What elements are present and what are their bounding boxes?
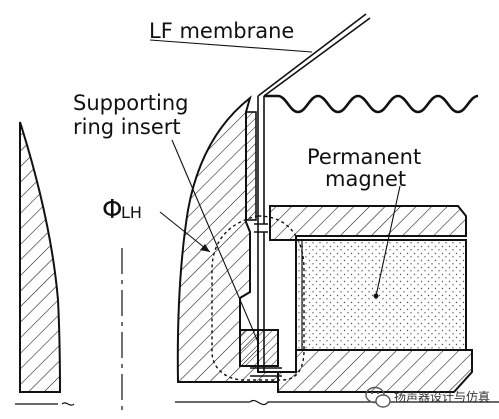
bottom-break-line-right [175,399,499,406]
permanent-magnet [295,239,467,351]
phi-lh-leader [159,211,211,253]
permanent-magnet-leader [375,185,401,297]
watermark-text: 扬声器设计与仿真 [394,389,490,404]
watermark: 扬声器设计与仿真 [365,386,490,408]
label-permanent-line1: Permanent [307,145,421,169]
label-supporting-ring-line1: Supporting [73,91,189,115]
membrane-mount-column [245,111,257,221]
label-phi-symbol: Φ [102,195,122,225]
gap-detail-marks [250,223,282,377]
phi-lh-arrowhead [200,244,210,252]
supporting-ring-insert [239,329,279,367]
supporting-ring-leader [171,139,259,343]
label-phi-subscript: LH [121,203,142,222]
label-lf-membrane: LF membrane [149,19,294,43]
bottom-break-line-left [15,402,75,406]
label-permanent-line2: magnet [325,167,406,191]
left-housing-section [19,121,62,393]
wechat-logo-icon [365,386,391,408]
top-plate-section [269,205,467,241]
lf-membrane-line [257,13,371,97]
membrane-surround-wave [264,94,479,114]
lf-membrane-leader [149,39,313,53]
label-supporting-ring-line2: ring insert [73,115,181,139]
permanent-magnet-leader-dot [373,293,379,299]
bottom-plate-section [277,349,473,393]
